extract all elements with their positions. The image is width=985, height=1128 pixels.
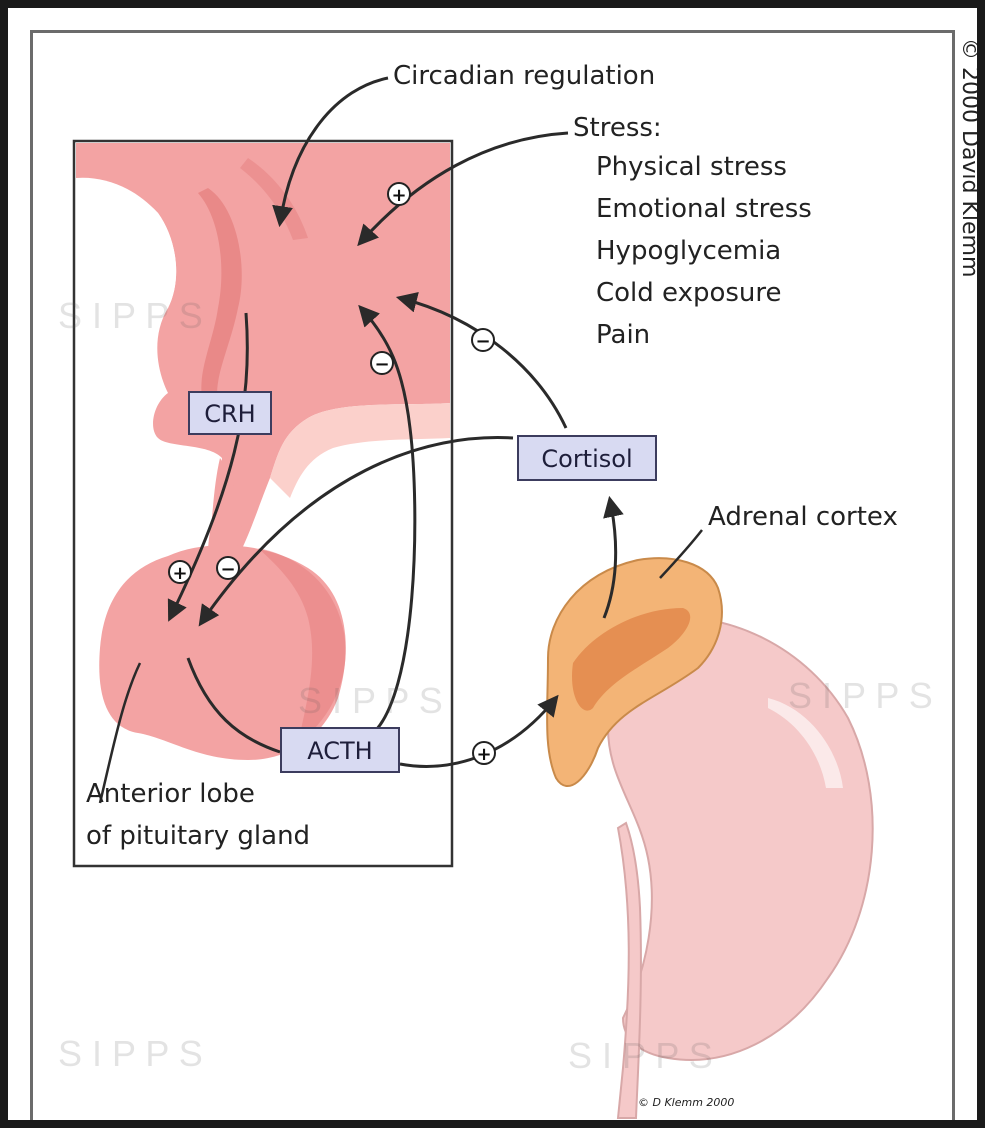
svg-text:CRH: CRH xyxy=(204,400,255,428)
watermark-acronym: S I P P S xyxy=(298,680,443,721)
watermark-acronym: S I P P S xyxy=(58,1033,203,1074)
stress-item-cold: Cold exposure xyxy=(596,278,782,308)
hormone-box-acth: ACTH xyxy=(281,728,399,772)
watermark-acronym: S I P P S xyxy=(58,295,203,336)
watermark-acronym: S I P P S xyxy=(568,1035,713,1076)
stress-heading: Stress: xyxy=(573,113,662,143)
stress-item-physical: Physical stress xyxy=(596,152,787,182)
crh-positive-sign: + xyxy=(169,561,191,584)
acth-feedback-negative-sign: − xyxy=(371,352,393,375)
svg-text:−: − xyxy=(475,331,490,352)
cortisol-pituitary-negative-sign: − xyxy=(217,557,239,580)
svg-text:+: + xyxy=(172,563,187,584)
svg-text:ACTH: ACTH xyxy=(307,737,372,765)
artist-signature: © D Klemm 2000 xyxy=(638,1096,734,1109)
hpa-axis-diagram: + − − + − + xyxy=(8,8,985,1128)
adrenal-cortex-label: Adrenal cortex xyxy=(708,502,898,532)
anterior-lobe-label-line1: Anterior lobe xyxy=(86,779,255,809)
stress-item-hypoglycemia: Hypoglycemia xyxy=(596,236,781,266)
hormone-box-cortisol: Cortisol xyxy=(518,436,656,480)
svg-text:+: + xyxy=(476,744,491,765)
copyright-notice: © 2000 David Klemm xyxy=(957,38,982,277)
circadian-regulation-label: Circadian regulation xyxy=(393,61,655,91)
stress-positive-sign: + xyxy=(388,183,410,206)
acth-adrenal-positive-sign: + xyxy=(473,742,495,765)
svg-text:+: + xyxy=(391,185,406,206)
hormone-box-crh: CRH xyxy=(189,392,271,434)
svg-text:−: − xyxy=(220,559,235,580)
stress-item-emotional: Emotional stress xyxy=(596,194,812,224)
stress-item-pain: Pain xyxy=(596,320,650,350)
cortisol-hypothalamus-negative-sign: − xyxy=(472,329,494,352)
watermark-acronym: S I P P S xyxy=(788,675,933,716)
svg-text:Cortisol: Cortisol xyxy=(541,445,632,473)
svg-text:−: − xyxy=(374,354,389,375)
anterior-lobe-label-line2: of pituitary gland xyxy=(86,821,310,851)
